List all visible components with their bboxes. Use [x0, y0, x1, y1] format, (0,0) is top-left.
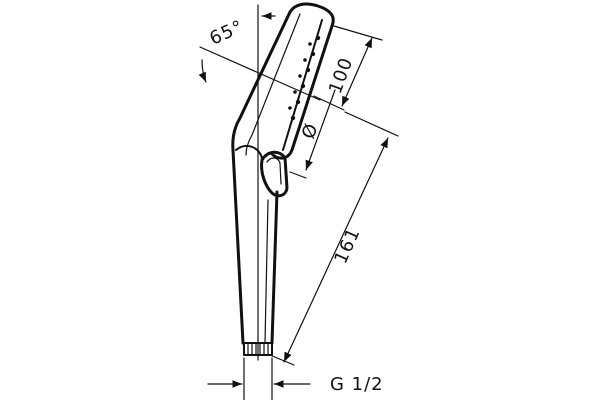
spray-nozzles: [288, 35, 321, 121]
thread-dimension: G 1/2: [207, 357, 384, 400]
total-length-dimension: 161: [269, 111, 399, 366]
head-length-label: 100: [325, 54, 358, 96]
shower-head: [235, 2, 335, 198]
angle-label: 65°: [206, 16, 246, 49]
thread-label: G 1/2: [330, 374, 384, 395]
total-length-label: 161: [330, 224, 364, 267]
head-length-dimension: 100: [313, 25, 383, 111]
diameter-label: Ø: [298, 120, 323, 141]
